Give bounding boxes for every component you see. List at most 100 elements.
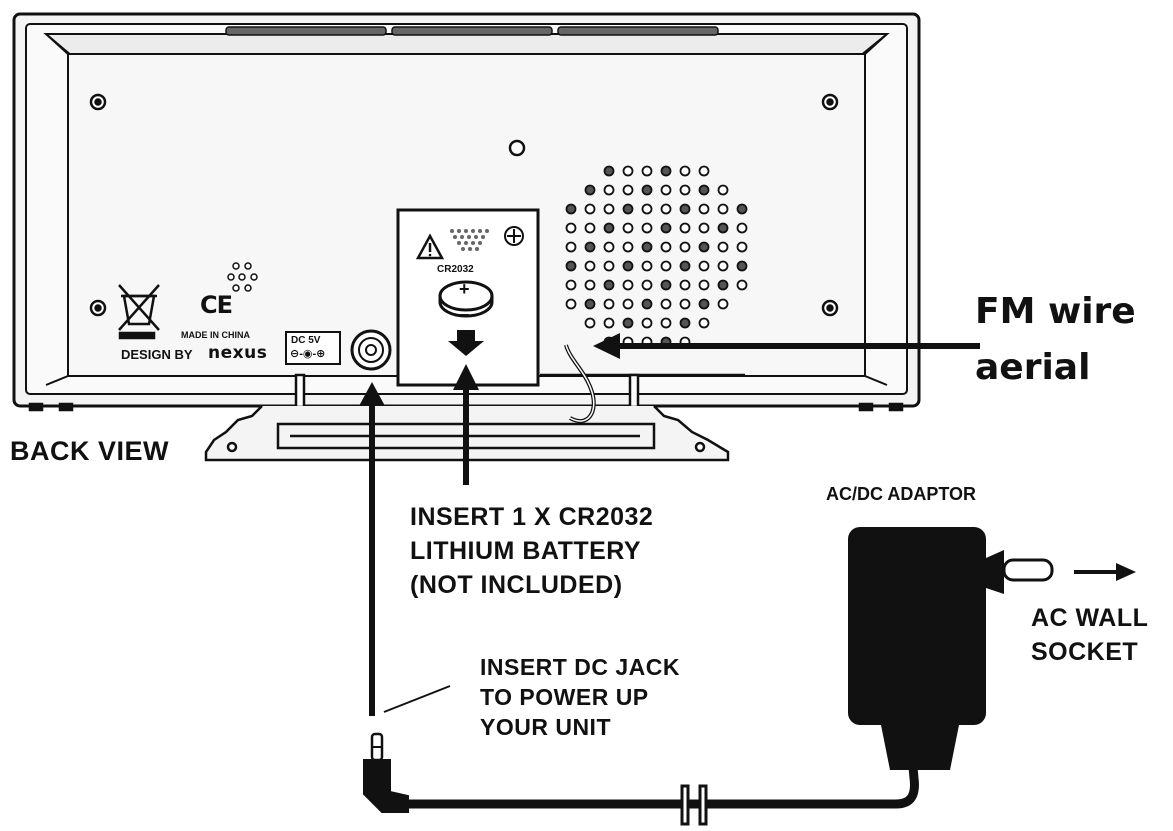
speaker-hole: [622, 260, 634, 272]
dc-pointer-line: [383, 685, 451, 713]
mic-holes: [227, 262, 258, 292]
speaker-hole: [660, 165, 672, 177]
speaker-hole: [565, 260, 577, 272]
speaker-hole: [641, 260, 653, 272]
speaker-hole: [641, 317, 653, 329]
weee-bin-icon: [118, 284, 160, 340]
speaker-hole: [679, 260, 691, 272]
speaker-hole: [622, 222, 634, 234]
speaker-hole: [679, 279, 691, 291]
speaker-hole: [641, 298, 653, 310]
speaker-hole: [565, 241, 577, 253]
speaker-hole: [641, 184, 653, 196]
speaker-hole: [736, 279, 748, 291]
speaker-hole: [641, 203, 653, 215]
dc-jack-label-line3: YOUR UNIT: [480, 714, 611, 740]
speaker-hole: [622, 184, 634, 196]
battery-label-line2: LITHIUM BATTERY: [410, 537, 642, 565]
speaker-hole: [603, 222, 615, 234]
speaker-hole: [660, 203, 672, 215]
speaker-hole: [603, 165, 615, 177]
design-by-label: DESIGN BY: [121, 347, 193, 362]
speaker-hole: [603, 260, 615, 272]
dc-arrow: [359, 382, 385, 716]
dc-jack-label-line2: TO POWER UP: [480, 684, 649, 710]
ac-dc-adaptor: [848, 527, 1136, 770]
speaker-hole: [660, 298, 672, 310]
speaker-hole: [698, 241, 710, 253]
speaker-hole: [679, 203, 691, 215]
dc-plug: [363, 732, 409, 813]
battery-model-label: CR2032: [437, 264, 474, 275]
fm-arrow: [593, 333, 980, 359]
speaker-hole: [660, 260, 672, 272]
battery-label-line1: INSERT 1 X CR2032: [410, 503, 654, 531]
speaker-hole: [717, 203, 729, 215]
dc-rating-label: DC 5V: [291, 335, 321, 346]
speaker-hole: [603, 317, 615, 329]
fm-aerial-label-line2: aerial: [975, 347, 1091, 388]
speaker-hole: [641, 279, 653, 291]
made-in-label: MADE IN CHINA: [181, 330, 250, 340]
speaker-hole: [603, 241, 615, 253]
speaker-hole: [736, 260, 748, 272]
speaker-hole: [584, 203, 596, 215]
speaker-hole: [679, 165, 691, 177]
speaker-hole: [660, 317, 672, 329]
speaker-hole: [565, 279, 577, 291]
speaker-hole: [698, 317, 710, 329]
speaker-hole: [584, 298, 596, 310]
wall-socket-label-line2: SOCKET: [1031, 638, 1139, 666]
plus-sign: +: [459, 279, 470, 299]
speaker-hole: [717, 260, 729, 272]
dc-jack-label-line1: INSERT DC JACK: [480, 654, 680, 680]
screw-holes: [89, 93, 839, 317]
speaker-hole: [622, 241, 634, 253]
speaker-hole: [603, 298, 615, 310]
adaptor-label: AC/DC ADAPTOR: [826, 484, 977, 504]
speaker-hole: [679, 317, 691, 329]
speaker-hole: [603, 203, 615, 215]
speaker-hole: [641, 165, 653, 177]
polarity-icon: ⊖-◉-⊕: [290, 348, 326, 360]
speaker-hole: [641, 241, 653, 253]
speaker-hole: [584, 222, 596, 234]
back-view-label: BACK VIEW: [10, 436, 169, 466]
speaker-hole: [717, 241, 729, 253]
speaker-hole: [622, 165, 634, 177]
speaker-hole: [584, 279, 596, 291]
speaker-hole: [660, 184, 672, 196]
speaker-hole: [717, 184, 729, 196]
speaker-hole: [736, 222, 748, 234]
speaker-hole: [736, 203, 748, 215]
speaker-hole: [698, 222, 710, 234]
speaker-hole: [565, 222, 577, 234]
speaker-hole: [584, 317, 596, 329]
speaker-hole: [736, 241, 748, 253]
speaker-hole: [584, 241, 596, 253]
speaker-hole: [622, 317, 634, 329]
ce-mark: CE: [200, 291, 233, 319]
speaker-hole: [622, 298, 634, 310]
minus-sign: −: [459, 305, 470, 325]
speaker-hole: [622, 279, 634, 291]
speaker-hole: [660, 222, 672, 234]
speaker-hole: [565, 203, 577, 215]
battery-arrow: [453, 364, 479, 485]
brand-logo: nexus: [208, 343, 268, 363]
speaker-hole: [698, 184, 710, 196]
speaker-hole: [584, 260, 596, 272]
speaker-hole: [698, 260, 710, 272]
speaker-hole: [717, 279, 729, 291]
speaker-hole: [641, 222, 653, 234]
wall-socket-label-line1: AC WALL: [1031, 604, 1149, 632]
speaker-hole: [717, 298, 729, 310]
speaker-grille: [565, 165, 748, 348]
speaker-hole: [622, 203, 634, 215]
speaker-hole: [679, 241, 691, 253]
speaker-hole: [679, 298, 691, 310]
speaker-hole: [679, 184, 691, 196]
speaker-hole: [698, 279, 710, 291]
speaker-hole: [603, 184, 615, 196]
